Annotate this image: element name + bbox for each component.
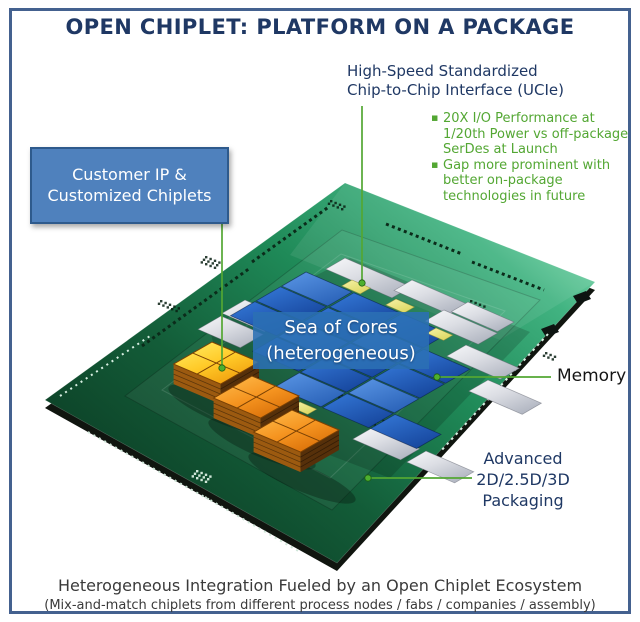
- core-die: [373, 363, 446, 399]
- caption-line2: (Mix-and-match chiplets from different p…: [44, 598, 596, 613]
- stack-side-right: [300, 430, 339, 473]
- customer-ip-line2: Customized Chiplets: [47, 185, 212, 205]
- pad-row: [141, 266, 251, 348]
- ucie-label-line2: Chip-to-Chip Interface (UCIe): [347, 81, 565, 100]
- silver-die: [406, 450, 475, 484]
- silver-die: [468, 379, 543, 415]
- ucie-phy-die: [426, 327, 454, 341]
- customer-ip-line1: Customer IP &: [72, 164, 187, 184]
- pad-cluster: [327, 200, 346, 211]
- core-die: [369, 413, 442, 449]
- green-callout-dot: [358, 279, 366, 287]
- ucie-bullet-list: ▪ 20X I/O Performance at 1/20th Power vs…: [431, 111, 631, 204]
- pad-cluster: [191, 470, 212, 483]
- bullet-item: ▪ 20X I/O Performance at 1/20th Power vs…: [431, 111, 631, 158]
- bullet-line: 1/20th Power vs off-package: [443, 126, 629, 142]
- bullet-line: SerDes at Launch: [443, 142, 558, 157]
- pad-row: [87, 431, 211, 501]
- advanced-line2: 2D/2.5D/3D: [476, 470, 570, 490]
- bullet-item: ▪ Gap more prominent with better on-pack…: [431, 158, 631, 205]
- square-bullet-icon: ▪: [431, 157, 439, 171]
- ucie-label-line1: High-Speed Standardized: [347, 62, 538, 80]
- core-die: [274, 372, 347, 408]
- sea-of-cores-overlay: Sea of Cores (heterogeneous): [253, 312, 429, 369]
- callout-connectors: [218, 106, 551, 482]
- silver-die: [450, 301, 515, 332]
- bullet-line: Gap more prominent with: [443, 157, 611, 173]
- advanced-line1: Advanced: [483, 449, 563, 468]
- board-notch: [573, 291, 591, 304]
- pad-row: [385, 222, 463, 256]
- sea-of-cores-line1: Sea of Cores: [284, 317, 398, 339]
- bullet-line: 20X I/O Performance at: [443, 111, 595, 126]
- stack-side-front: [173, 364, 221, 405]
- memory-label: Memory: [557, 366, 627, 386]
- board-notch: [541, 324, 559, 337]
- caption-line1: Heterogeneous Integration Fueled by an O…: [57, 576, 583, 595]
- bullet-line: technologies in future: [443, 188, 586, 204]
- silver-die: [325, 257, 412, 299]
- green-callout-dot: [364, 474, 372, 482]
- bullet-line: better on-package: [443, 173, 563, 188]
- sea-of-cores-line2: (heterogeneous): [266, 342, 416, 364]
- pad-cluster: [542, 352, 557, 361]
- square-bullet-icon: ▪: [431, 111, 439, 124]
- pad-cluster: [157, 300, 180, 313]
- pad-row: [471, 260, 545, 292]
- core-die: [280, 271, 353, 307]
- page-title: OPEN CHIPLET: PLATFORM ON A PACKAGE: [65, 15, 575, 39]
- advanced-line3: Packaging: [482, 491, 564, 511]
- silver-die: [424, 309, 499, 345]
- board-sheen: [290, 183, 595, 340]
- ucie-callout-label: High-Speed Standardized Chip-to-Chip Int…: [347, 62, 597, 100]
- stack-shadow: [248, 452, 356, 504]
- stacked-chiplets: [168, 341, 356, 504]
- footer-caption: Heterogeneous Integration Fueled by an O…: [0, 576, 640, 613]
- advanced-packaging-label: Advanced 2D/2.5D/3D Packaging: [468, 448, 578, 511]
- stack-side-front: [253, 432, 301, 473]
- stack-side-front: [213, 398, 261, 439]
- core-die: [321, 393, 394, 429]
- pad-cluster: [200, 256, 221, 269]
- green-callout-dot: [433, 373, 441, 381]
- green-callout-dot: [218, 364, 226, 372]
- silver-die: [446, 344, 521, 380]
- slide-border-frame: [9, 8, 631, 614]
- core-die: [347, 378, 420, 414]
- silver-die: [197, 315, 265, 349]
- customer-ip-callout-box: Customer IP & Customized Chiplets: [30, 147, 229, 224]
